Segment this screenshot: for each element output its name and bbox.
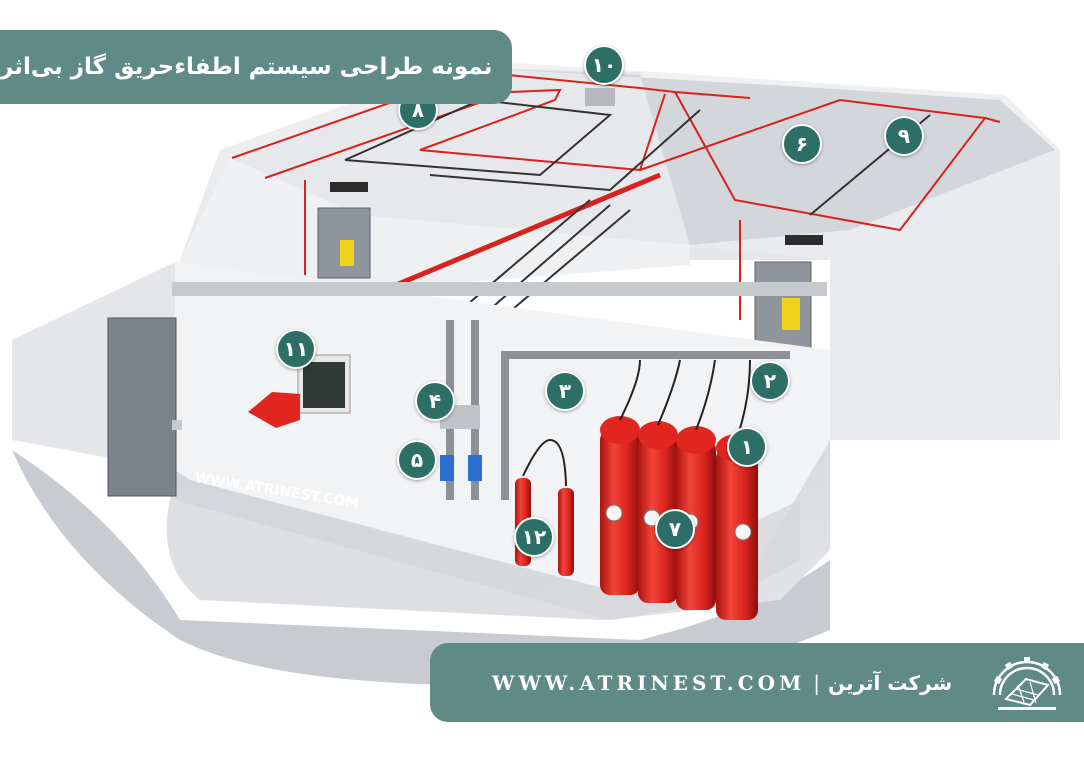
upper-room — [180, 60, 1060, 440]
marker-9: ۹ — [884, 116, 924, 156]
marker-10: ۱۰ — [584, 45, 624, 85]
footer-url: WWW.ATRINEST.COM — [492, 670, 806, 695]
marker-11: ۱۱ — [276, 329, 316, 369]
footer-banner: WWW.ATRINEST.COM | شرکت آترین — [430, 643, 1084, 722]
marker-6: ۶ — [782, 124, 822, 164]
marker-3: ۳ — [545, 371, 585, 411]
page-title: نمونه طراحی سیستم اطفاءحریق گاز بی‌اثر — [0, 54, 493, 80]
company-logo-icon — [992, 657, 1062, 710]
footer-company: شرکت آترین — [827, 670, 953, 695]
marker-7: ۷ — [655, 509, 695, 549]
title-banner: نمونه طراحی سیستم اطفاءحریق گاز بی‌اثر — [0, 30, 512, 104]
control-panel — [248, 354, 351, 428]
marker-5: ۵ — [397, 440, 437, 480]
marker-12: ۱۲ — [514, 517, 554, 557]
marker-2: ۲ — [750, 361, 790, 401]
footer-separator: | — [813, 670, 820, 695]
marker-4: ۴ — [415, 381, 455, 421]
marker-1: ۱ — [727, 427, 767, 467]
